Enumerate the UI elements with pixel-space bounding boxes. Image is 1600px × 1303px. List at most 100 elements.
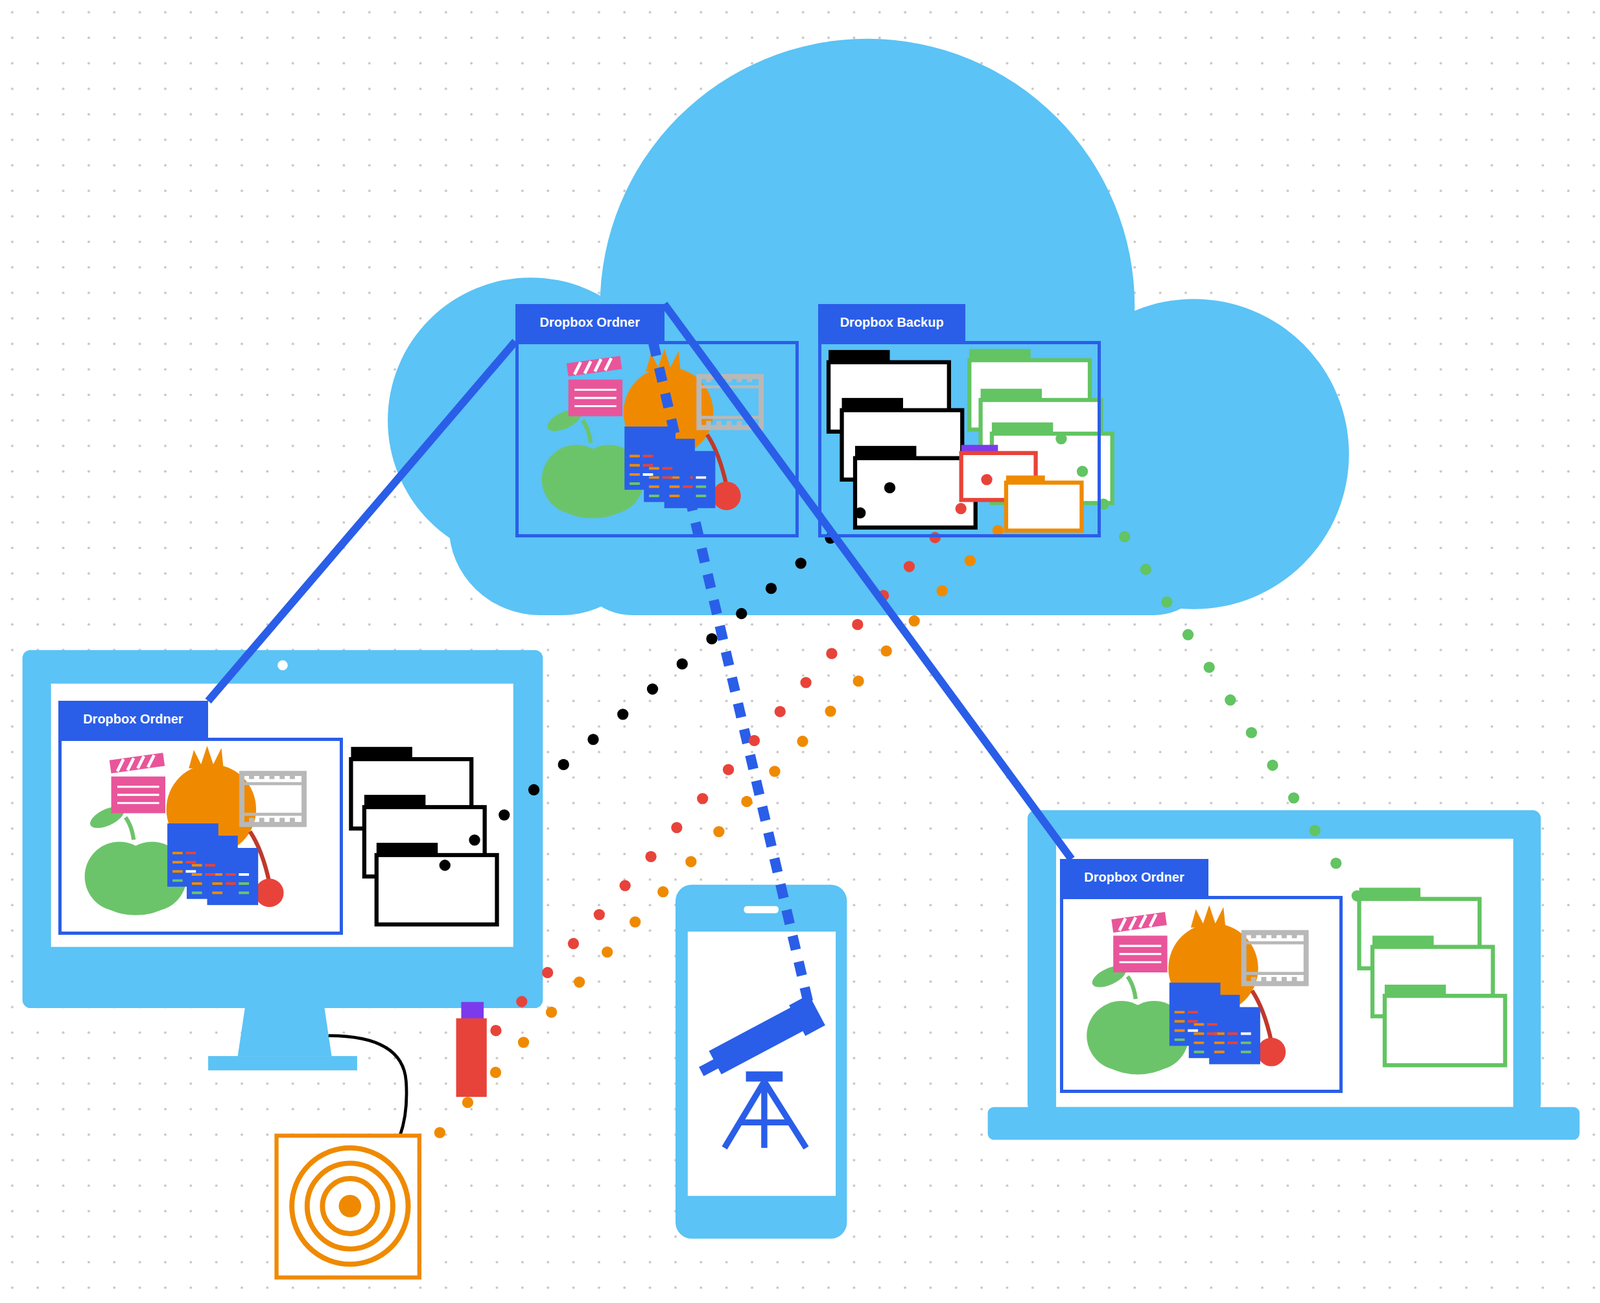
folder-frame	[1059, 895, 1343, 1093]
telescope-icon-part	[698, 1056, 724, 1077]
sync-dot	[713, 825, 725, 837]
folder-label: Dropbox Ordner	[1083, 870, 1184, 885]
desktop-monitor-part	[22, 650, 544, 1009]
sync-dot	[439, 859, 451, 871]
sync-dot	[696, 792, 708, 804]
sync-dot	[629, 916, 641, 928]
sync-dot	[903, 560, 915, 572]
sync-dot	[854, 507, 866, 519]
files-illustration	[1086, 905, 1306, 1075]
sync-dot	[587, 733, 599, 745]
telescope-icon	[698, 994, 826, 1148]
cable	[328, 1035, 407, 1136]
sync-dot	[1203, 661, 1215, 673]
sync-dot	[468, 834, 480, 846]
laptop-folders-part	[1384, 984, 1506, 1066]
desktop-monitor	[22, 650, 544, 1071]
desktop-monitor-part	[237, 1008, 332, 1057]
sync-dot	[601, 946, 613, 958]
sync-dot	[1055, 433, 1067, 445]
telescope-icon-part	[746, 1071, 784, 1083]
sync-dot	[1288, 792, 1300, 804]
cloud	[387, 38, 1350, 616]
phone-part	[743, 906, 779, 914]
sync-dot	[670, 822, 683, 834]
desktop-folders	[350, 746, 497, 925]
sync-dot	[1140, 564, 1152, 576]
speaker-part	[276, 1135, 420, 1278]
sync-dot	[593, 908, 605, 920]
folder-box: Dropbox Ordner	[515, 304, 800, 538]
phone-part	[675, 884, 847, 1239]
sync-dot	[1309, 825, 1321, 837]
laptop-part	[988, 1107, 1580, 1140]
sync-dot	[685, 856, 697, 868]
sync-dot	[567, 938, 579, 950]
sync-dot	[722, 763, 734, 775]
sync-dot	[1266, 759, 1278, 771]
sync-dot	[881, 645, 893, 657]
sync-dot	[824, 705, 836, 717]
phone-sync-line	[652, 341, 812, 1016]
sync-dot	[528, 784, 540, 796]
speaker-part	[339, 1194, 362, 1218]
folder-tab: Dropbox Backup	[818, 304, 966, 342]
sync-dot	[1224, 694, 1236, 706]
sync-dot	[705, 633, 718, 645]
backup-dots	[434, 433, 1363, 1139]
folder-label: Dropbox Ordner	[82, 711, 183, 727]
sync-dot	[558, 759, 570, 771]
phone-part	[687, 931, 836, 1197]
folder-box: Dropbox Ordner	[1059, 858, 1343, 1093]
sync-dot	[1076, 466, 1088, 478]
folder-label: Dropbox Backup	[840, 315, 944, 330]
sync-dot	[795, 557, 807, 569]
desktop-monitor-part	[208, 1056, 358, 1071]
sync-dot	[765, 582, 777, 594]
speaker	[276, 1135, 420, 1278]
sync-dot	[647, 683, 659, 695]
laptop-part	[1027, 810, 1542, 1113]
desktop-folders-part	[376, 842, 498, 925]
sync-dot	[676, 658, 688, 670]
desktop-monitor-part	[51, 683, 514, 948]
laptop-part	[1056, 838, 1514, 1108]
folder-label: Dropbox Ordner	[540, 315, 640, 330]
folder-frame	[58, 737, 343, 935]
sync-dot	[741, 796, 753, 808]
sync-dot	[517, 1036, 530, 1048]
sync-dot	[796, 735, 808, 747]
sync-dot	[498, 809, 510, 821]
sync-dot	[434, 1126, 446, 1138]
sync-dot	[748, 735, 760, 747]
sync-dot	[851, 619, 863, 631]
sync-dot	[800, 676, 812, 688]
speaker-part	[307, 1163, 393, 1249]
sync-dot	[980, 473, 992, 485]
sync-dot	[1182, 628, 1194, 640]
sync-dot	[735, 608, 747, 620]
sync-dot	[955, 503, 967, 515]
sync-dot	[573, 976, 585, 988]
folder-frame	[818, 341, 1101, 538]
backup-folders-part	[1006, 482, 1082, 531]
sync-line	[664, 304, 1072, 859]
sync-dot	[825, 648, 837, 660]
sync-dot	[1161, 596, 1173, 608]
sync-dot	[1351, 890, 1363, 902]
sync-dot	[545, 1006, 557, 1018]
sync-dot	[619, 879, 631, 891]
sync-dot	[1246, 726, 1258, 738]
sync-dot	[462, 1096, 474, 1108]
sync-dot	[657, 886, 669, 898]
sync-dot	[1330, 857, 1342, 869]
folder-tab: Dropbox Ordner	[58, 700, 209, 738]
sync-dot	[541, 967, 553, 979]
sync-dot	[490, 1024, 502, 1036]
sync-dot	[964, 554, 976, 566]
sync-dot	[768, 765, 780, 777]
usb-stick-part	[456, 1018, 487, 1097]
